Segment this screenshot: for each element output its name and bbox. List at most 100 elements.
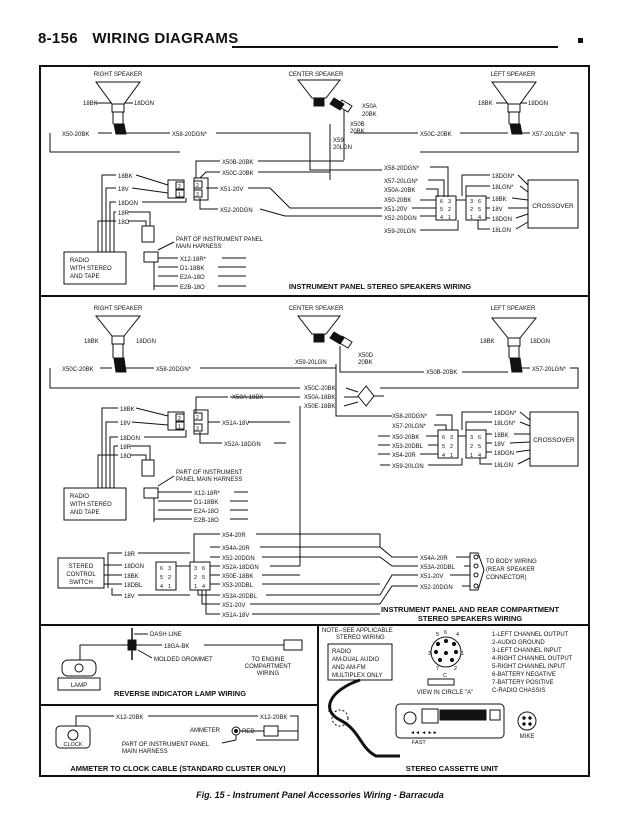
p2-crossover-label: CROSSOVER [533, 437, 575, 444]
wire-x57-20lgn-top: X57-20LGN* [532, 132, 567, 138]
stereo-label-2: CONTROL [66, 572, 96, 578]
p1-pin-l3: 5 [440, 207, 443, 213]
p2-radio-wire-2: 18V [120, 421, 131, 427]
mike-label: MIKE [520, 734, 535, 740]
ammeter-connector [263, 725, 279, 737]
din-connector-view [430, 636, 462, 668]
lamp-label: LAMP [71, 683, 87, 689]
stereo-wire-5: 18V [124, 594, 135, 600]
svg-text:1: 1 [450, 453, 453, 459]
p2-cross-5: 18DGN [494, 451, 514, 457]
p2-x59-20lgn: X59-20LGN [295, 360, 327, 366]
cassette-radio-1: RADIO [332, 649, 351, 655]
p2-x50b-20bk: X50B-20BK [426, 370, 457, 376]
p2-x52a-18dgn: X52A-18DGN [224, 442, 261, 448]
stereo-wire-4: 18DBL [124, 583, 143, 589]
svg-text:1: 1 [470, 453, 473, 459]
dash-line-label: DASH LINE [150, 632, 182, 638]
page-number: 8-156 [38, 30, 78, 47]
cassette-cable [328, 678, 400, 758]
p2-radio-wire-4: 18R [120, 445, 132, 451]
p2-radio-wire-1: 18BK [120, 407, 135, 413]
harness-wire-4: E2B-18O [180, 285, 205, 291]
p1-cross-3: 18BK [492, 197, 507, 203]
left-speaker-label: LEFT SPEAKER [491, 72, 536, 78]
din-pin-1: 1 [461, 651, 464, 657]
figure-caption: Fig. 15 - Instrument Panel Accessories W… [196, 790, 444, 800]
p2-bottom-wire-9: X51A-18V [222, 613, 249, 619]
circle-a [331, 709, 349, 727]
wire-x50-20bk: X50-20BK [62, 132, 89, 138]
p2-bottom-wire-6: X53-20DBL [222, 583, 254, 589]
rear-label-3: CONNECTOR) [486, 575, 527, 581]
p2-harness-label-1: PART OF INSTRUMENT [176, 470, 243, 476]
stereo-connector-1 [155, 561, 177, 591]
p2-bottom-wire-1: X54-20R [222, 533, 246, 539]
clock-label: CLOCK [64, 742, 83, 748]
svg-text:5: 5 [442, 444, 445, 450]
lamp-wire-label: 18GA-BK [164, 644, 189, 650]
ammeter-wire-left: X12-20BK [116, 715, 143, 721]
ls-wire-right: 18DGN [528, 101, 548, 107]
p2-radio-label-3: AND TAPE [70, 510, 99, 516]
panel-reverse-lamp: DASH LINE 18GA-BK MOLDED GROMMET TO ENGI… [57, 628, 303, 698]
p2-radio-label-1: RADIO [70, 494, 89, 500]
stereo-wire-2: 18DGN [124, 564, 144, 570]
svg-text:3: 3 [168, 566, 171, 572]
stereo-switch-box [57, 557, 105, 589]
svg-text:6: 6 [442, 435, 445, 441]
center-speaker-icon [296, 79, 353, 113]
p1-pin-l6: 1 [448, 215, 451, 221]
radio-label-2: WITH STEREO [70, 266, 112, 272]
header-marker [578, 38, 583, 43]
mid-wire-6: X52-20DGN [384, 216, 417, 222]
p1-cross-2: 18LGN* [492, 185, 514, 191]
svg-text:2: 2 [450, 444, 453, 450]
tape-connector [141, 225, 155, 243]
din-pin-7: 7 [436, 666, 439, 672]
center-wire-b: X50B [350, 122, 365, 128]
section-title: WIRING DIAGRAMS [92, 30, 239, 47]
p1-pin-l2: 3 [448, 199, 451, 205]
svg-text:3: 3 [196, 192, 199, 198]
radio-label-3: AND TAPE [70, 274, 99, 280]
svg-text:3: 3 [470, 435, 473, 441]
p2-harness-wire-3: E2A-18O [194, 509, 219, 515]
svg-text:1: 1 [178, 424, 181, 430]
stereo-wire-3: 18BK [124, 574, 139, 580]
cassette-fast-label: FAST [412, 740, 426, 746]
p2-x51a-18v: X51A-18V [222, 421, 249, 427]
lamp-icon [61, 659, 97, 677]
rear-wire-1: X54A-20R [420, 556, 448, 562]
stereo-label-1: STEREO [69, 564, 94, 570]
svg-text:5: 5 [160, 575, 163, 581]
legend-2: 2-AUDIO GROUND [492, 640, 545, 646]
p1-pin-r4: 5 [478, 207, 481, 213]
to-engine-label-3: WIRING [257, 671, 280, 677]
p2-right-speaker-label: RIGHT SPEAKER [94, 306, 143, 312]
p2-tape-connector [141, 459, 155, 477]
to-engine-label-2: COMPARTMENT [245, 664, 292, 670]
legend-4: 4-RIGHT CHANNEL OUTPUT [492, 656, 573, 662]
mid-wire-4: X50-20BK [384, 198, 411, 204]
p1-pin-l5: 4 [440, 215, 443, 221]
legend-7: 7-BATTERY POSITIVE [492, 680, 554, 686]
stereo-label-3: SWITCH [69, 580, 93, 586]
svg-text:1: 1 [168, 584, 171, 590]
legend-5: 5-RIGHT CHANNEL INPUT [492, 664, 566, 670]
p2-radio-box [63, 487, 127, 521]
svg-text:5: 5 [202, 575, 205, 581]
p2-junction-wire-3: X50E-18BK [304, 404, 335, 410]
rear-connector [469, 552, 485, 591]
wire-x50b-20bk: X50B-20BK [222, 160, 253, 166]
svg-text:2: 2 [178, 184, 181, 190]
rear-wire-3: X51-20V [420, 574, 443, 580]
ammeter-label: AMMETER [190, 728, 221, 734]
cassette-radio-4: MULTIPLEX ONLY [332, 673, 382, 679]
panel3-title: REVERSE INDICATOR LAMP WIRING [114, 689, 246, 698]
mike-jack [517, 711, 537, 731]
p2-bottom-wire-3: X52-20DGN [222, 556, 255, 562]
panel1-title: INSTRUMENT PANEL STEREO SPEAKERS WIRING [289, 282, 471, 291]
svg-text:2: 2 [470, 444, 473, 450]
harness-wire-2: D1-18BK [180, 266, 204, 272]
